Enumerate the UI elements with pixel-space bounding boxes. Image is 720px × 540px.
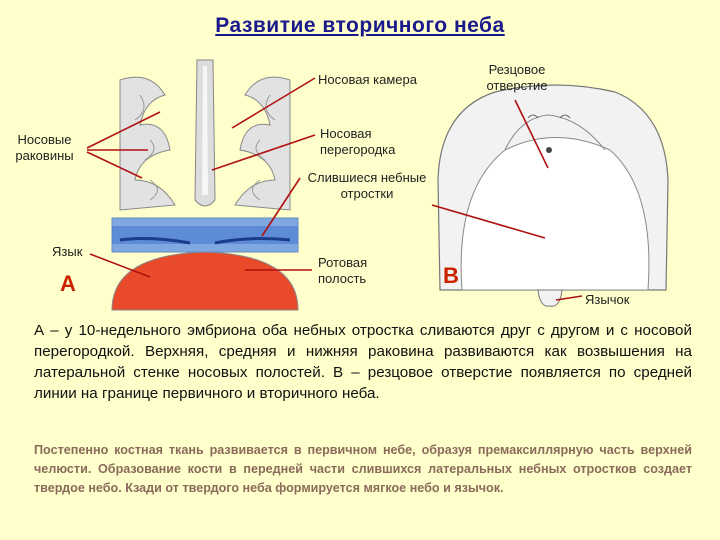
label-oral-cavity: Ротовая полость: [318, 255, 368, 286]
incisive-foramen-dot: [546, 147, 552, 153]
uvula-shape: [537, 289, 563, 307]
label-tongue: Язык: [52, 244, 83, 259]
page-title: Развитие вторичного неба: [215, 14, 505, 37]
left-conchae: [119, 76, 176, 211]
label-incisive-foramen: Резцовое отверстие: [486, 62, 548, 93]
main-paragraph: А – у 10-недельного эмбриона оба небных …: [34, 322, 692, 402]
diagram-b: [431, 84, 669, 307]
label-nasal-chamber: Носовая камера: [318, 72, 417, 87]
label-fused-palatal: Слившиеся небные отростки: [307, 170, 427, 201]
label-nasal-septum: Носовая перегородка: [320, 126, 396, 157]
label-nasal-conchae: Носовые раковины: [15, 132, 74, 163]
letter-a: А: [60, 271, 76, 296]
palate-surface: [460, 137, 650, 291]
secondary-paragraph: Постепенно костная ткань развивается в п…: [34, 443, 692, 495]
letter-b: В: [443, 263, 459, 288]
right-conchae: [234, 76, 291, 211]
tongue-shape: [111, 251, 299, 311]
label-uvula: Язычок: [585, 292, 630, 307]
diagram-a: [86, 59, 316, 311]
